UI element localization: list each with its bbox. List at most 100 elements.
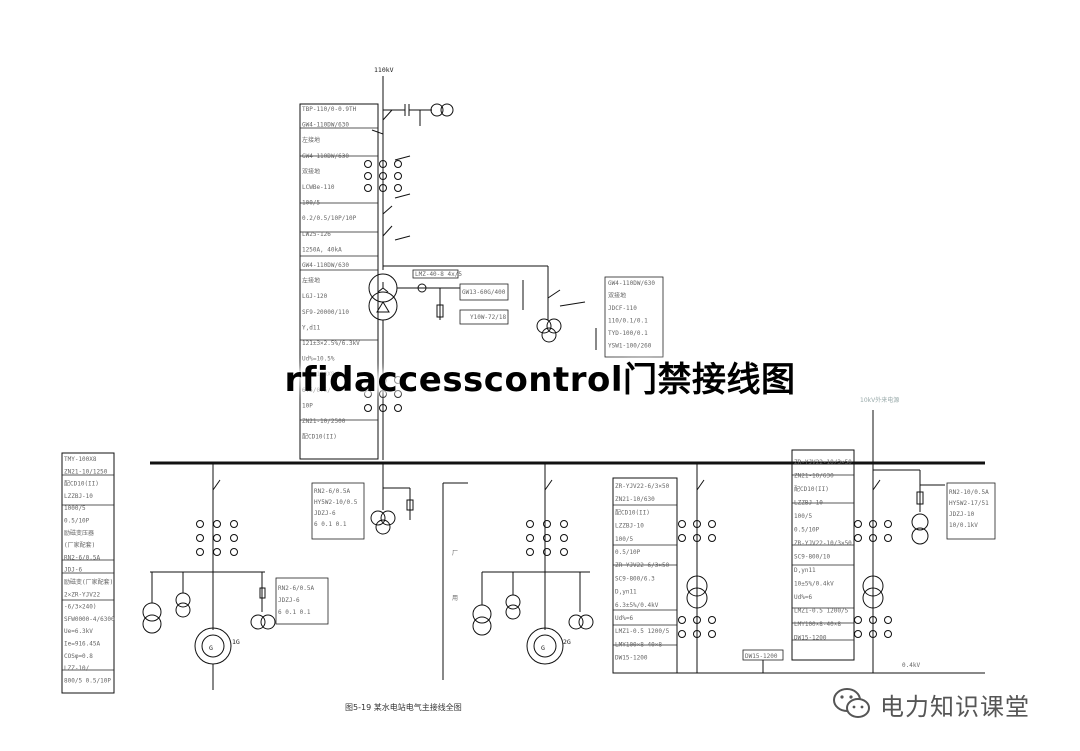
aux-box-3 bbox=[459, 309, 509, 325]
top-spec-table-dividers bbox=[300, 127, 378, 421]
ct-ring bbox=[364, 376, 372, 384]
excitation-transformer-symbol bbox=[142, 592, 191, 634]
current-transformer-symbols bbox=[364, 160, 402, 192]
spec-text: 10±5%/0.4kV bbox=[794, 581, 834, 588]
spec-text: 121±3×2.5%/6.3kV bbox=[302, 340, 360, 347]
ct-ring bbox=[869, 534, 877, 542]
spec-text: 0.2/0.5/10P/10P bbox=[302, 215, 357, 222]
spec-text: (厂家配套) bbox=[64, 541, 95, 549]
spec-text: Y,d11 bbox=[302, 324, 320, 331]
gen2-label: 2G bbox=[563, 638, 571, 646]
spec-text: 2×ZR-YJV22 bbox=[64, 591, 101, 598]
disconnect-switch-symbol bbox=[371, 109, 411, 241]
gen1-pt-box bbox=[275, 577, 329, 625]
spec-text: 配CD10(II) bbox=[64, 481, 99, 488]
ct-ring bbox=[394, 376, 402, 384]
spec-text: ZN21-10/630 bbox=[794, 473, 834, 480]
ct-ring bbox=[379, 172, 387, 180]
spec-text: RN2-10/0.5A bbox=[949, 489, 989, 496]
top-spec-table bbox=[299, 103, 379, 460]
ct-ring bbox=[708, 520, 716, 528]
arrester-icon bbox=[436, 304, 444, 318]
ct-ring bbox=[364, 184, 372, 192]
left-spec-table-dividers bbox=[62, 474, 114, 671]
ct-ring bbox=[543, 534, 551, 542]
aux-transformer-1-dividers bbox=[613, 504, 677, 646]
spec-text: JDZJ-10 bbox=[949, 511, 975, 518]
spec-text: ZN21-10/630 bbox=[615, 496, 655, 503]
spec-text: RN2-6/0.5A bbox=[278, 585, 315, 592]
ct-ring bbox=[854, 534, 862, 542]
ct-ring bbox=[230, 548, 238, 556]
spec-text: HY5W2-17/51 bbox=[949, 500, 989, 507]
spec-text: DW15-1200 bbox=[615, 655, 648, 662]
spec-text: 0.5/10P bbox=[64, 518, 90, 525]
aux-transformer-2-table bbox=[791, 449, 855, 661]
pt-disconnect bbox=[547, 289, 561, 299]
ct-ring bbox=[230, 534, 238, 542]
ct-ring bbox=[678, 630, 686, 638]
ct-ring bbox=[394, 184, 402, 192]
spec-text: 6 0.1 0.1 bbox=[314, 521, 347, 528]
spec-text: -6/3×240) bbox=[64, 604, 97, 611]
aux-tr-2-ct-symbols bbox=[854, 520, 892, 638]
spec-text: GW4-110DW/630 bbox=[302, 153, 349, 160]
ct-ring bbox=[884, 616, 892, 624]
spec-text: GW4-110DW/630 bbox=[302, 122, 349, 129]
ct-ring bbox=[526, 534, 534, 542]
gen2-ct-symbols bbox=[526, 520, 568, 556]
spec-text: 6.3±5%/0.4kV bbox=[615, 602, 659, 609]
svg-text:G: G bbox=[209, 644, 213, 652]
ct-ring bbox=[854, 616, 862, 624]
10kv-pt-box bbox=[946, 482, 996, 540]
spec-text: LW25-126 bbox=[302, 231, 331, 238]
ct-ring bbox=[213, 534, 221, 542]
ct-ring bbox=[394, 160, 402, 168]
ct-ring bbox=[854, 630, 862, 638]
generator-symbol: G bbox=[194, 627, 232, 665]
spec-text: LGJ-120 bbox=[302, 293, 328, 300]
spec-text: DW15-1200 bbox=[794, 635, 827, 642]
spec-text: GW4-110DW/630 bbox=[302, 262, 349, 269]
spec-text: TYD-100/0.1 bbox=[608, 330, 648, 337]
aux-label-1: LMZ-40-8 4x/5 bbox=[415, 271, 462, 278]
ct-ring bbox=[708, 616, 716, 624]
spec-text: 左接地 bbox=[302, 277, 320, 285]
spec-text: 励磁变压器 bbox=[64, 529, 94, 537]
spec-text: 6 0.1 0.1 bbox=[278, 609, 311, 616]
aux-transformer-2-dividers bbox=[792, 474, 854, 641]
pt-spec-box bbox=[604, 276, 664, 358]
spec-text: LZZ-10/ bbox=[64, 665, 90, 672]
watermark: 电力知识课堂 bbox=[832, 684, 1030, 724]
bus-pt-box bbox=[311, 482, 365, 540]
10kv-pt-symbol bbox=[873, 469, 945, 545]
spec-text: 10/0.1kV bbox=[949, 522, 978, 529]
spec-text: COSφ=0.8 bbox=[64, 653, 93, 660]
wechat-icon bbox=[833, 688, 870, 718]
spec-text: LZZBJ-10 bbox=[615, 523, 644, 530]
ct-ring bbox=[884, 534, 892, 542]
spec-text: YSW1-100/260 bbox=[608, 343, 652, 350]
ct-ring bbox=[869, 520, 877, 528]
spec-text: 配CD10(II) bbox=[794, 486, 829, 493]
ct-ring bbox=[364, 390, 372, 398]
spec-text: 双接地 bbox=[608, 292, 626, 300]
spec-text: 1250A, 40kA bbox=[302, 246, 342, 253]
watermark-text: 电力知识课堂 bbox=[880, 692, 1030, 721]
ct-ring bbox=[693, 520, 701, 528]
ct-ring bbox=[693, 630, 701, 638]
aux-label-box bbox=[412, 269, 459, 279]
ct-ring bbox=[560, 548, 568, 556]
ct-ring bbox=[869, 616, 877, 624]
mid-side-label-2: 用 bbox=[452, 595, 458, 602]
gen1-breaker bbox=[212, 479, 221, 491]
spec-text: SC9-800/10 bbox=[794, 554, 831, 561]
spec-text: TMY-100X8 bbox=[302, 371, 335, 378]
spec-text: 6.5/0.5/ bbox=[302, 387, 331, 394]
aux-transformer-2-text: ZR-YJV22-10/3×50ZN21-10/630配CD10(II)LZZB… bbox=[794, 459, 852, 642]
spec-text: Ie=916.45A bbox=[64, 641, 101, 648]
ct-ring bbox=[379, 404, 387, 412]
